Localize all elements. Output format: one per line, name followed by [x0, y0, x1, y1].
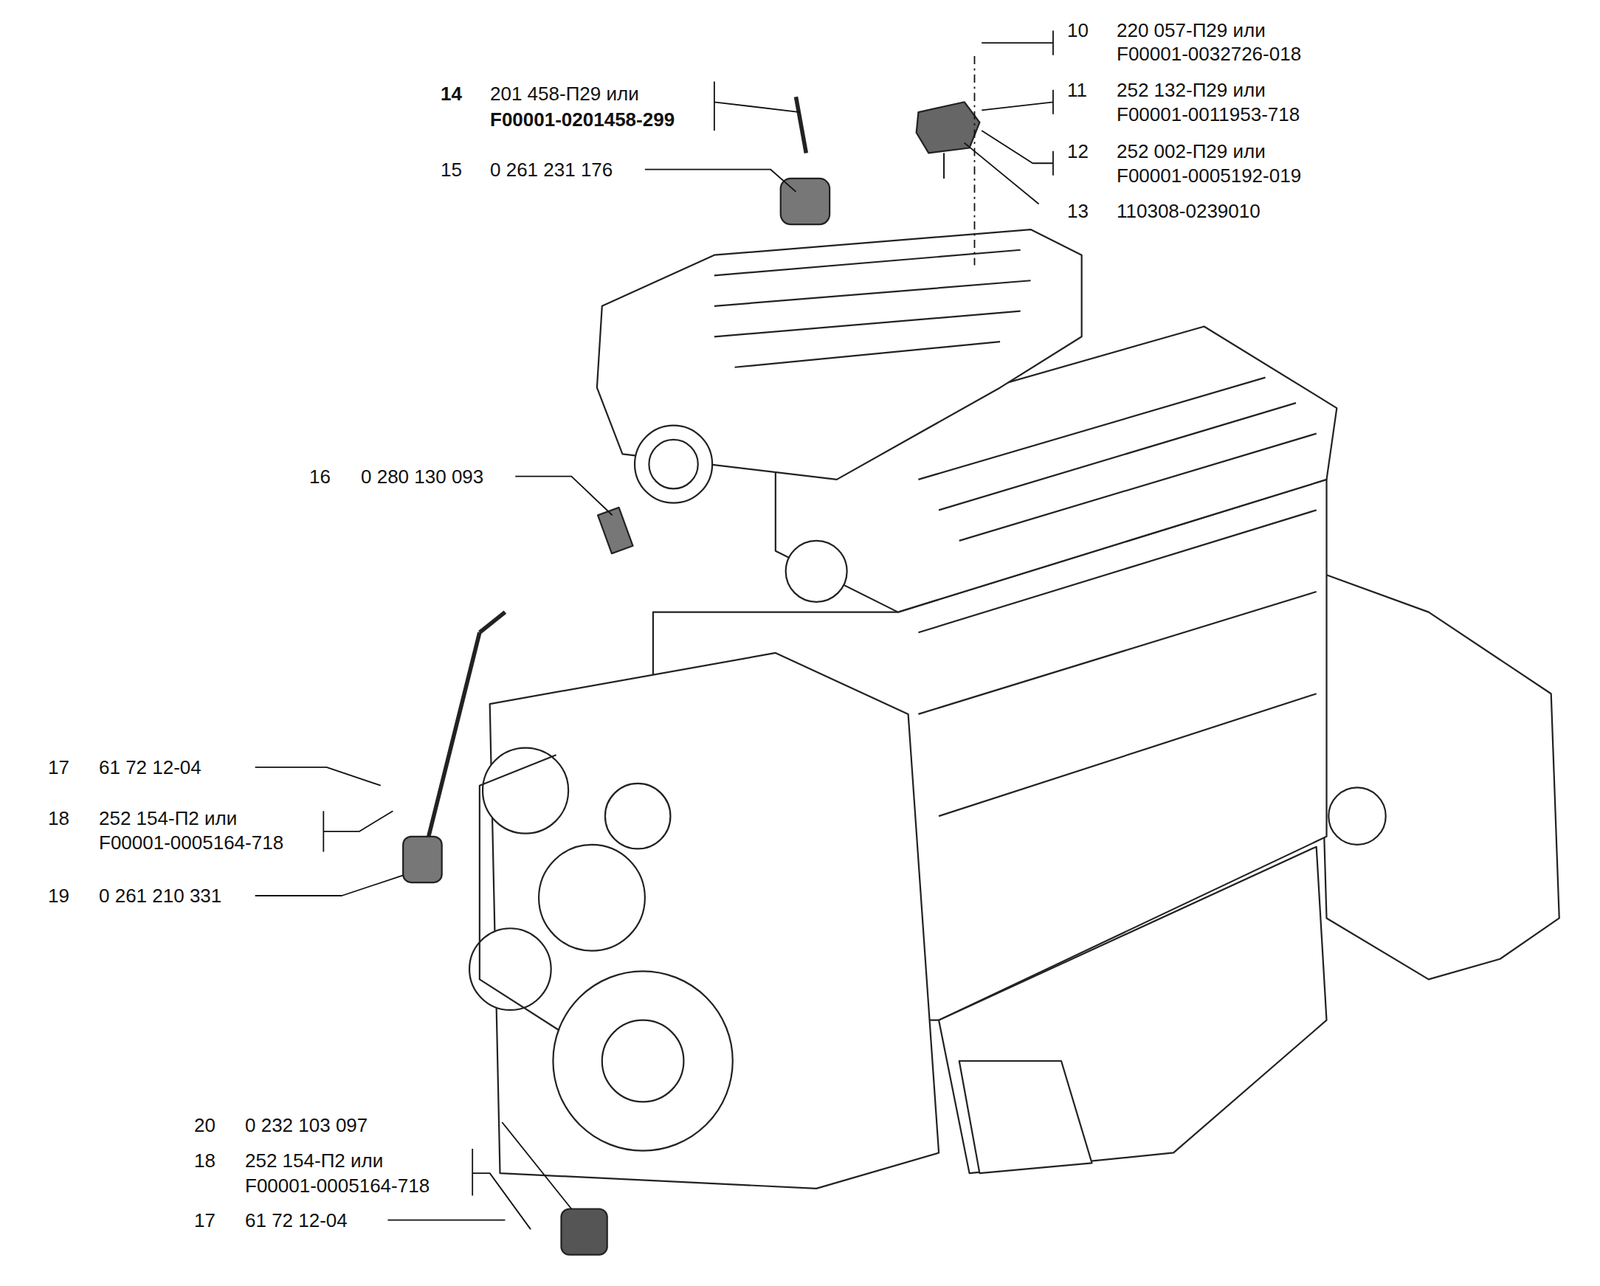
starter: [1328, 787, 1386, 845]
engine-mount: [959, 1061, 1093, 1174]
leader-line: [981, 130, 1054, 176]
leader-line: [714, 81, 800, 131]
crank-hub: [602, 1020, 685, 1103]
leader-line: [981, 90, 1054, 115]
part-number: 0 261 231 176: [490, 158, 613, 181]
manifold-rib: [714, 250, 1031, 368]
leader-line: [515, 476, 612, 516]
part-number: F00001-0005164-718: [98, 831, 284, 854]
throttle-bore: [648, 439, 698, 489]
part-number: F00001-0032726-018: [1116, 42, 1302, 65]
leader-line: [387, 1219, 505, 1222]
part-number: 201 458-П29 или: [490, 82, 640, 105]
leader-line: [964, 143, 1040, 205]
part-number: 252 154-П2 или: [245, 1149, 384, 1172]
bellhousing: [1316, 571, 1560, 980]
part-number: 0 232 103 097: [245, 1114, 368, 1137]
sensor-stem: [943, 152, 945, 179]
alternator-pulley: [482, 748, 569, 834]
throttle-body: [634, 425, 713, 504]
cover-rib: [918, 377, 1316, 541]
part-number: 252 132-П29 или: [1116, 78, 1266, 102]
callout-number: 15: [440, 158, 462, 181]
oil-pan: [938, 847, 1327, 1174]
leader-line: [501, 1122, 572, 1210]
idler-pulley: [538, 845, 646, 952]
callout-number: 12: [1067, 140, 1089, 163]
part-number: 61 72 12-04: [98, 756, 202, 779]
sensor-wire: [428, 612, 506, 837]
callout-number: 14: [440, 82, 462, 105]
part-number: 220 057-П29 или: [1116, 19, 1266, 42]
leader-line: [472, 1149, 531, 1230]
part-number: 252 002-П29 или: [1116, 140, 1266, 163]
axis-line: [974, 56, 976, 265]
crank-pulley: [552, 971, 733, 1151]
leader-line: [255, 875, 403, 896]
part-number: 0 261 210 331: [98, 884, 222, 908]
map-sensor: [916, 101, 981, 153]
crank-sensor: [560, 1208, 607, 1255]
leader-line: [323, 811, 393, 852]
oil-filler-cap: [785, 540, 848, 603]
part-number: 61 72 12-04: [245, 1209, 348, 1232]
callout-number: 20: [194, 1114, 216, 1137]
callout-number: 17: [47, 756, 70, 779]
callout-number: 11: [1067, 78, 1088, 102]
part-number: 110308-0239010: [1116, 200, 1261, 223]
cam-sensor: [402, 836, 443, 883]
part-number: 0 280 130 093: [360, 465, 484, 488]
pump-pulley: [605, 783, 671, 849]
part-number: 252 154-П2 или: [98, 807, 237, 830]
drive-belt: [479, 754, 560, 1031]
callout-number: 18: [194, 1149, 216, 1172]
callout-number: 19: [47, 884, 70, 908]
part-number: F00001-0201458-299: [490, 108, 675, 131]
part-number: F00001-0011953-718: [1116, 103, 1300, 126]
timing-cover: [490, 653, 939, 1189]
leader-line: [981, 30, 1054, 55]
leader-line: [255, 767, 381, 786]
tensioner-pulley: [469, 928, 552, 1011]
part-number: F00001-0005164-718: [245, 1174, 430, 1198]
temp-sensor: [597, 507, 634, 554]
callout-number: 10: [1067, 19, 1089, 42]
callout-number: 17: [194, 1209, 216, 1232]
callout-number: 16: [309, 465, 331, 488]
knock-sensor-bolt: [796, 96, 807, 153]
callout-number: 13: [1067, 200, 1089, 223]
callout-number: 18: [47, 807, 70, 830]
part-number: F00001-0005192-019: [1116, 164, 1302, 187]
leader-line: [645, 169, 797, 192]
